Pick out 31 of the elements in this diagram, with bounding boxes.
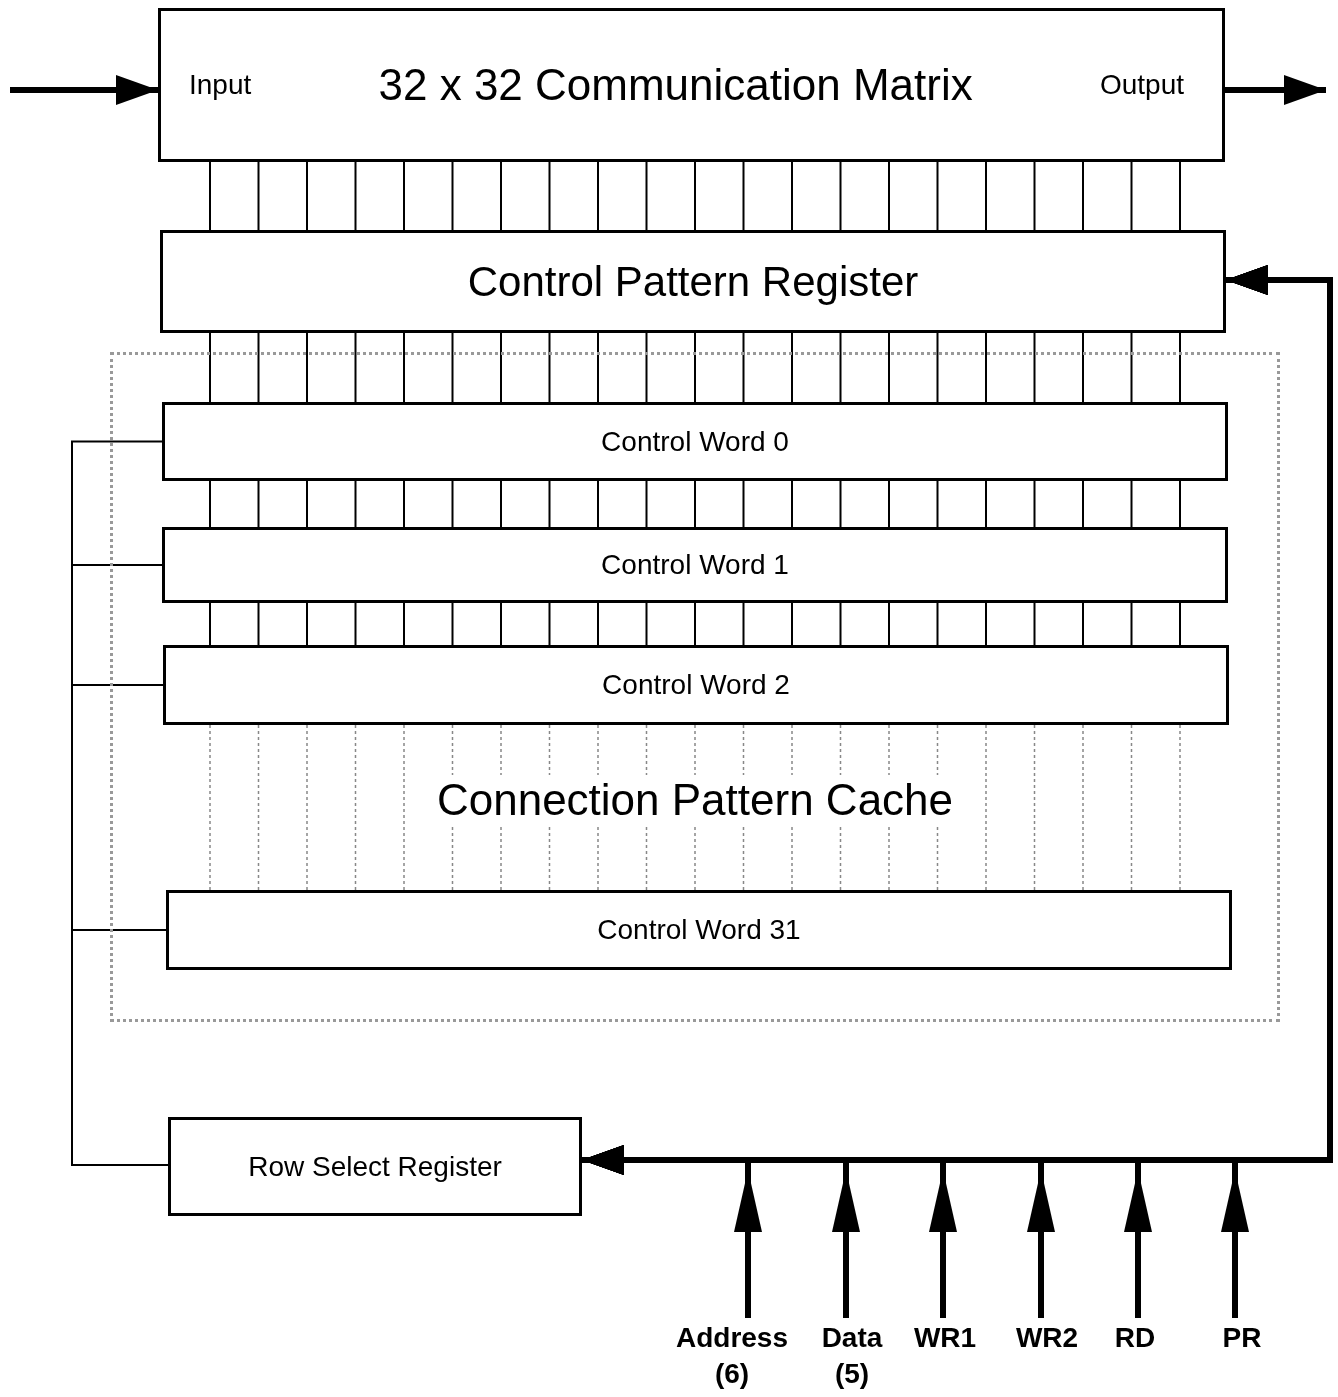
bus-lines [209,602,1181,646]
arrow [1225,75,1326,105]
signal-label: RD [1114,1320,1156,1357]
register-box [160,230,1226,333]
box-label: Control Word 2 [602,669,790,701]
port-label: Input [189,69,252,101]
register-box [168,1117,582,1216]
signal-label: Address (6) [676,1320,788,1393]
box-label: Control Word 0 [601,425,789,458]
bus-lines [209,724,1181,891]
control-word-box [163,645,1229,725]
bus-lines [209,480,1181,528]
box-label: Row Select Register [248,1150,502,1183]
signal-label: WR1 [913,1320,977,1357]
control-word-box [166,890,1232,970]
signal-label: Data (5) [821,1320,883,1393]
signal-label: WR2 [1015,1320,1079,1357]
signal-label: PR [1222,1320,1262,1357]
box-label: 32 x 32 Communication Matrix [378,60,973,110]
control-word-box [162,527,1228,603]
bus-lines [209,332,1181,403]
connector-line [71,929,169,1166]
control-word-box [162,402,1228,481]
cache-outline [110,352,1280,1022]
box-label: Control Pattern Register [467,257,919,306]
box-label: Control Word 1 [601,549,789,581]
port-label: Output [1099,69,1184,101]
arrow [10,75,158,105]
box-label: Control Word 31 [597,914,801,946]
matrix-box [158,8,1225,162]
bus-lines [209,161,1181,231]
